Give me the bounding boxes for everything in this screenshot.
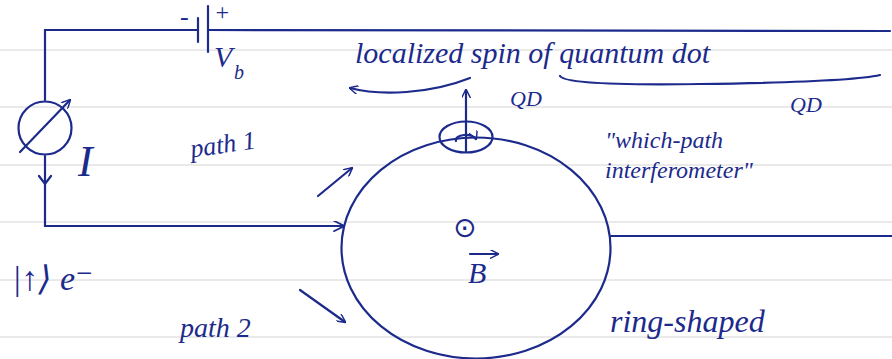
field-symbol: ⊙	[453, 214, 476, 242]
ellipse-border	[342, 138, 611, 359]
ellipse-outline	[340, 136, 612, 359]
circle-outline	[17, 100, 73, 156]
note-text: ring-shaped	[610, 305, 765, 337]
voltage-symbol: V	[214, 42, 232, 72]
note-text: localized spin of quantum dot	[355, 38, 710, 68]
battery-short-plate	[197, 18, 199, 42]
ring-interferometer: B	[340, 136, 612, 359]
electron-state: |↑⟩ e⁻	[12, 262, 93, 296]
leader-curl	[350, 78, 470, 93]
vector-arrow	[470, 253, 498, 255]
battery-plus: +	[214, 0, 230, 24]
voltage-subscript: b	[234, 62, 244, 82]
node-text: I	[78, 140, 93, 184]
circle-border	[19, 102, 72, 155]
abbreviation: QD	[790, 94, 822, 116]
quantum-dot: QD	[438, 120, 494, 154]
note-text: "which-path interferometer"	[605, 125, 815, 185]
path-label: path 1	[189, 128, 258, 163]
path-label: path 2	[180, 314, 251, 342]
ammeter-symbol: I	[17, 100, 73, 156]
wire-left	[45, 30, 198, 100]
ellipse-outline	[438, 120, 494, 154]
node-text: QD	[510, 88, 542, 110]
wire-right	[611, 235, 892, 237]
path1-arrow	[318, 168, 352, 196]
ellipse-border	[440, 122, 493, 153]
battery-minus: -	[180, 4, 189, 30]
node-text: B	[468, 258, 486, 288]
underline-brace	[560, 75, 880, 84]
ruled-lines	[0, 50, 892, 337]
path2-arrow	[300, 290, 345, 322]
wire-top	[208, 30, 890, 31]
